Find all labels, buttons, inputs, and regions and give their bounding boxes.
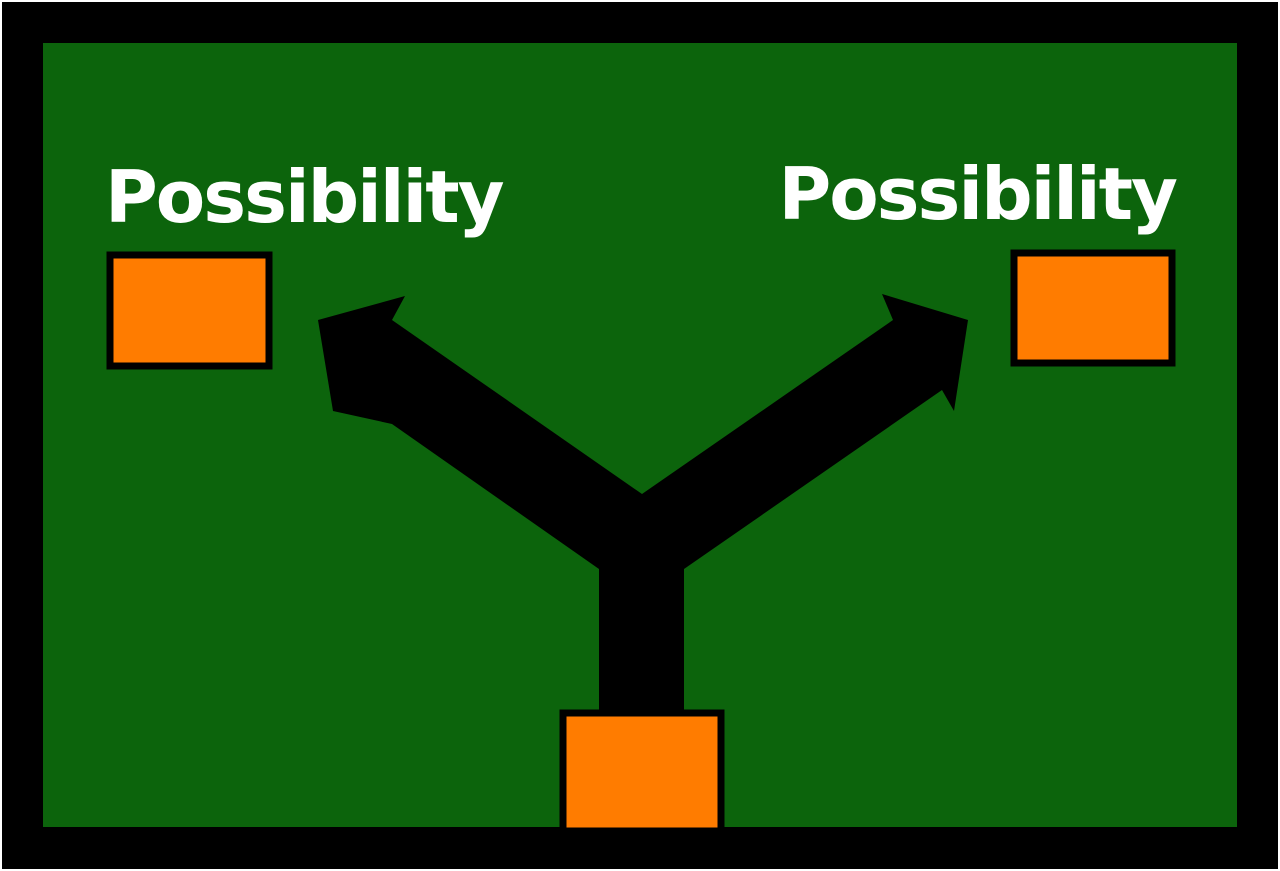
left-possibility-label: Possibility bbox=[105, 155, 504, 239]
left-possibility-box bbox=[106, 251, 273, 370]
origin-box bbox=[559, 709, 725, 835]
right-possibility-label: Possibility bbox=[778, 152, 1177, 236]
right-possibility-box bbox=[1010, 249, 1176, 367]
branch-arrow bbox=[318, 294, 968, 715]
